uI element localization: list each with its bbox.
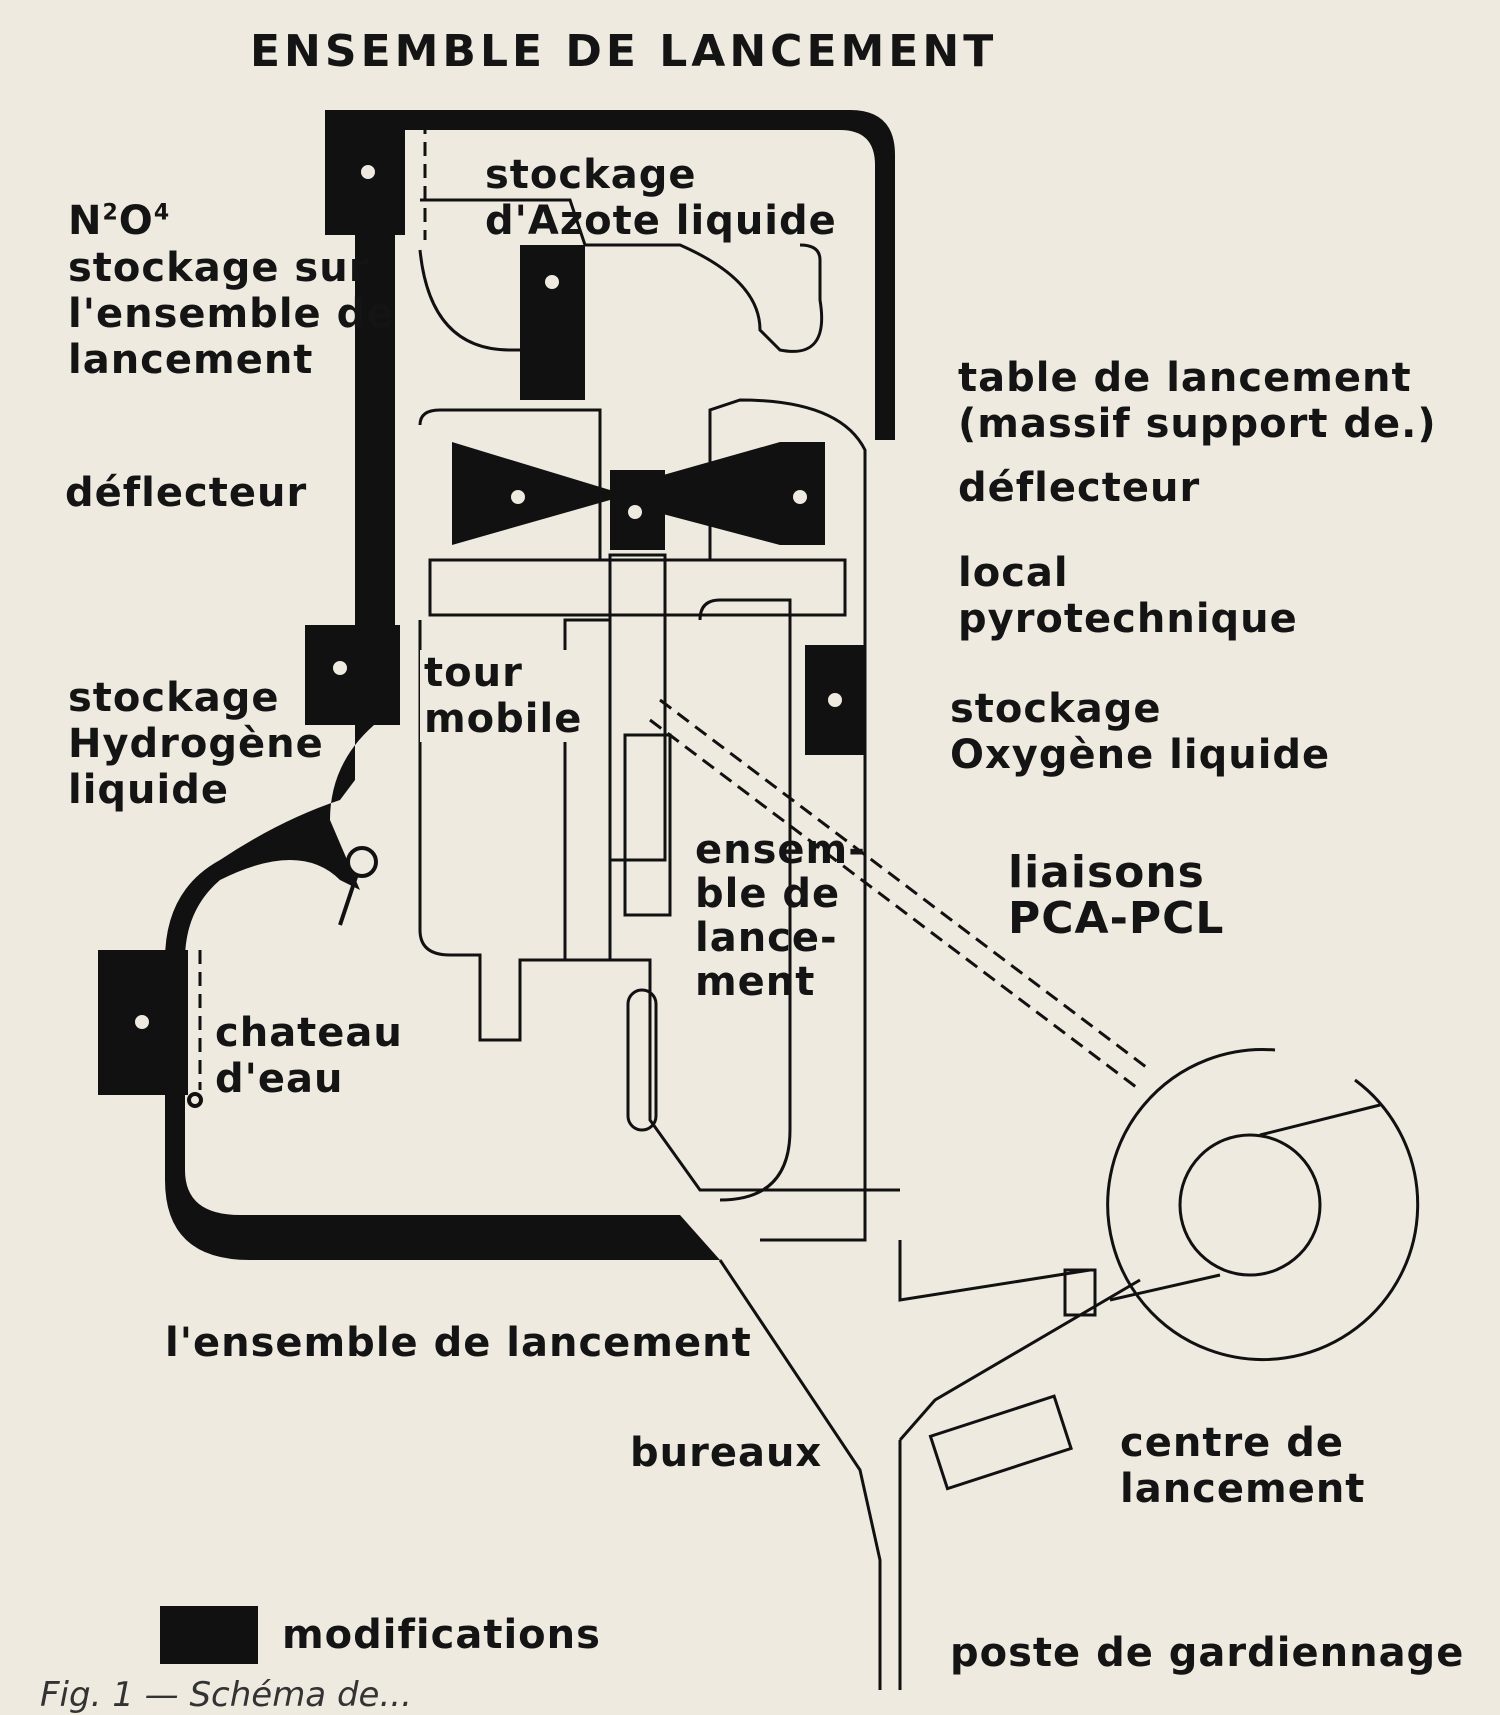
inner-outlines — [418, 198, 1141, 1690]
callout-pins — [131, 161, 866, 1108]
complex-access-label: l'ensemble de lancement — [165, 1320, 752, 1366]
hydrogen-block — [305, 625, 400, 725]
launch-center-rings — [1063, 1048, 1420, 1361]
figure-caption: Fig. 1 — Schéma de... — [40, 1675, 412, 1715]
deflector-left-label: déflecteur — [65, 470, 308, 516]
n2o4-formula-label: N2O4 — [68, 198, 171, 244]
water-tower-label: chateau d'eau — [215, 1010, 403, 1102]
legend-label: modifications — [282, 1612, 601, 1658]
offices-label: bureaux — [630, 1430, 823, 1476]
diagram-title: ENSEMBLE DE LANCEMENT — [250, 26, 998, 77]
oxygen-storage-label: stockage Oxygène liquide — [950, 686, 1331, 778]
launch-complex-label: ensem- ble de lance- ment — [695, 827, 866, 1005]
launch-center-label: centre de lancement — [1120, 1420, 1366, 1512]
hydrogen-storage-label: stockage Hydrogène liquide — [68, 675, 324, 813]
pyro-room-label: local pyrotechnique — [958, 550, 1298, 642]
nitrogen-block — [520, 245, 585, 400]
guard-post-label: poste de gardiennage — [950, 1630, 1465, 1676]
legend-swatch — [160, 1606, 258, 1664]
launch-table-label: table de lancement (massif support de.) — [958, 355, 1437, 447]
storage-blocks — [98, 110, 865, 1095]
n2o4-storage-label: stockage sur l'ensemble de lancement — [68, 245, 395, 383]
pca-pcl-links — [198, 120, 1151, 1092]
deflector-right-label: déflecteur — [958, 465, 1201, 511]
links-label: liaisons PCA-PCL — [1008, 847, 1225, 944]
nitrogen-storage-label: stockage d'Azote liquide — [485, 152, 837, 244]
mobile-tower-label: tour mobile — [420, 650, 587, 742]
